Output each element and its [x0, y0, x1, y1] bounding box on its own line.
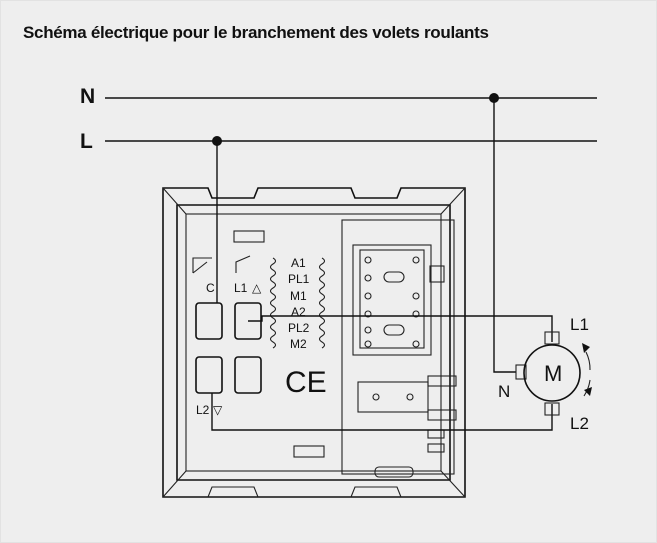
terminal-label: M2: [290, 337, 307, 351]
switch-key-common: [195, 302, 223, 340]
live-line-label: L: [80, 130, 93, 153]
ce-mark: CE: [285, 366, 327, 399]
motor-up-label: L1: [570, 315, 589, 334]
motor-neutral-label: N: [498, 382, 510, 401]
motor-circle: [523, 344, 581, 402]
rotation-arrow-down-icon: [584, 387, 592, 396]
switch-key-blank: [234, 356, 262, 394]
down-arrow-icon: ▽: [213, 403, 223, 417]
up-arrow-icon: △: [252, 281, 262, 295]
motor-down-label: L2: [570, 414, 589, 433]
neutral-line-label: N: [80, 85, 95, 108]
rotation-arrow-up-icon: [582, 343, 590, 353]
motor: M L1 L2 N: [498, 315, 592, 433]
terminal-labels: A1 PL1 M1 A2 PL2 M2: [269, 256, 326, 351]
switch-key-down: [195, 356, 223, 394]
switch-symbol: C L1 △ L2 ▽: [192, 255, 262, 417]
motor-symbol: M: [544, 361, 562, 386]
switch-down-label: L2: [196, 403, 210, 417]
internal-wiring: [211, 98, 553, 431]
terminal-module: [341, 219, 457, 478]
switch-up-label: L1: [234, 281, 248, 295]
switch-common-label: C: [206, 281, 215, 295]
switch-keys: [195, 302, 262, 394]
terminal-label: PL1: [288, 272, 310, 286]
diagram-title: Schéma électrique pour le branchement de…: [23, 23, 489, 42]
terminal-label: M1: [290, 289, 307, 303]
terminal-label: A2: [291, 305, 306, 319]
switch-housing: [162, 187, 466, 498]
terminal-label: PL2: [288, 321, 310, 335]
terminal-label: A1: [291, 256, 306, 270]
